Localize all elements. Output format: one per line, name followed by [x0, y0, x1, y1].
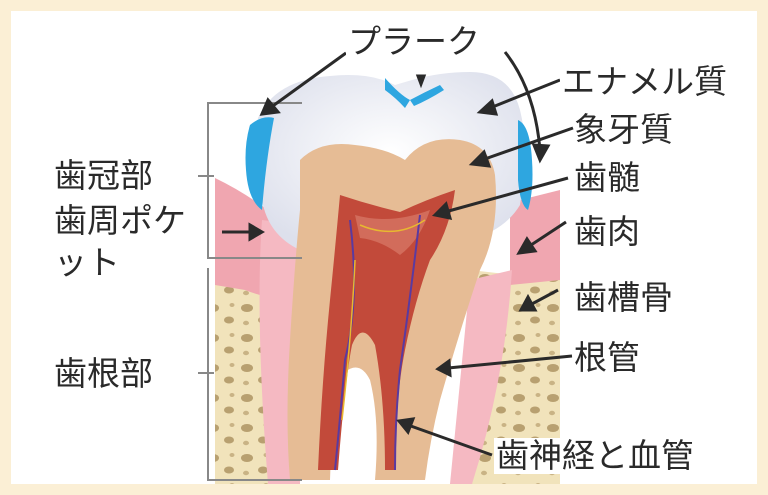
label-dentin: 象牙質 — [574, 112, 673, 148]
label-pocket: 歯周ポケット — [54, 200, 204, 284]
label-enamel: エナメル質 — [560, 64, 729, 100]
label-root: 歯根部 — [54, 356, 153, 392]
label-crown: 歯冠部 — [54, 158, 153, 194]
label-plaque: プラーク — [346, 24, 482, 60]
label-root-canal: 根管 — [574, 340, 640, 376]
label-alveolar-bone: 歯槽骨 — [574, 280, 673, 316]
label-gum: 歯肉 — [574, 214, 640, 250]
label-nerve-vessel: 歯神経と血管 — [494, 438, 696, 474]
plaque-arrowhead-right — [534, 145, 548, 160]
label-pulp: 歯髄 — [574, 160, 640, 196]
